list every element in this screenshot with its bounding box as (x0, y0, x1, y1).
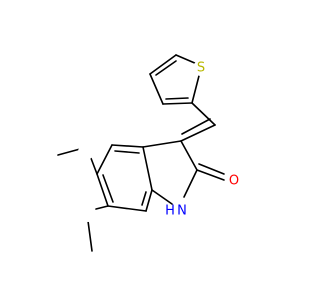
bond-c7-c9 (142, 140, 182, 148)
bond-o19-c20 (87, 220, 93, 252)
bond-c4-c5 (149, 54, 177, 75)
bond-n11-c12 (151, 189, 173, 205)
atom-label-o-carbonyl: O (229, 174, 239, 189)
atom-label-h: H (165, 204, 175, 219)
bond-c17-c12-double (141, 191, 147, 206)
bond-c2-c6 (191, 102, 216, 126)
bond-c9-c12 (142, 146, 153, 191)
methoxy-oxygen-atom-lower (80, 206, 96, 222)
bond-o15-c18 (57, 148, 81, 156)
bond-c2-c3 (162, 102, 193, 105)
atom-label-n: N (177, 204, 187, 219)
bond-c8-o10 (196, 169, 225, 181)
carbonyl-oxygen-atom: O (226, 173, 242, 189)
chemical-structure-diagram: S O N H (57, 54, 242, 252)
bond-c16-o19 (95, 205, 109, 210)
bond-c8-o10-double (198, 163, 225, 175)
methoxy-oxygen-atom-upper (78, 144, 94, 160)
bond-c16-c17 (107, 205, 147, 212)
nitrogen-atom: N H (164, 203, 190, 219)
bond-c6-c7-double (181, 118, 211, 135)
bond-c14-c16 (96, 173, 109, 207)
bond-c9-c13-double (114, 150, 140, 154)
atom-label-s: S (197, 61, 205, 76)
bond-c14-c16-double (102, 174, 114, 203)
bond-c7-c8 (180, 140, 198, 171)
bond-c6-c7 (180, 124, 216, 142)
bond-c17-c12 (145, 189, 153, 212)
bonds (57, 54, 225, 252)
bond-c3-c4 (149, 73, 164, 105)
bond-c8-n11 (183, 169, 198, 198)
bond-c5-s1 (175, 54, 198, 65)
bond-c4-c5-double (155, 60, 177, 76)
atom-labels: S O N H (78, 60, 242, 222)
sulfur-atom: S (193, 60, 209, 76)
bond-c9-c13 (111, 144, 144, 148)
bond-c13-c14 (96, 144, 113, 175)
bond-c2-c3-double (165, 97, 189, 100)
